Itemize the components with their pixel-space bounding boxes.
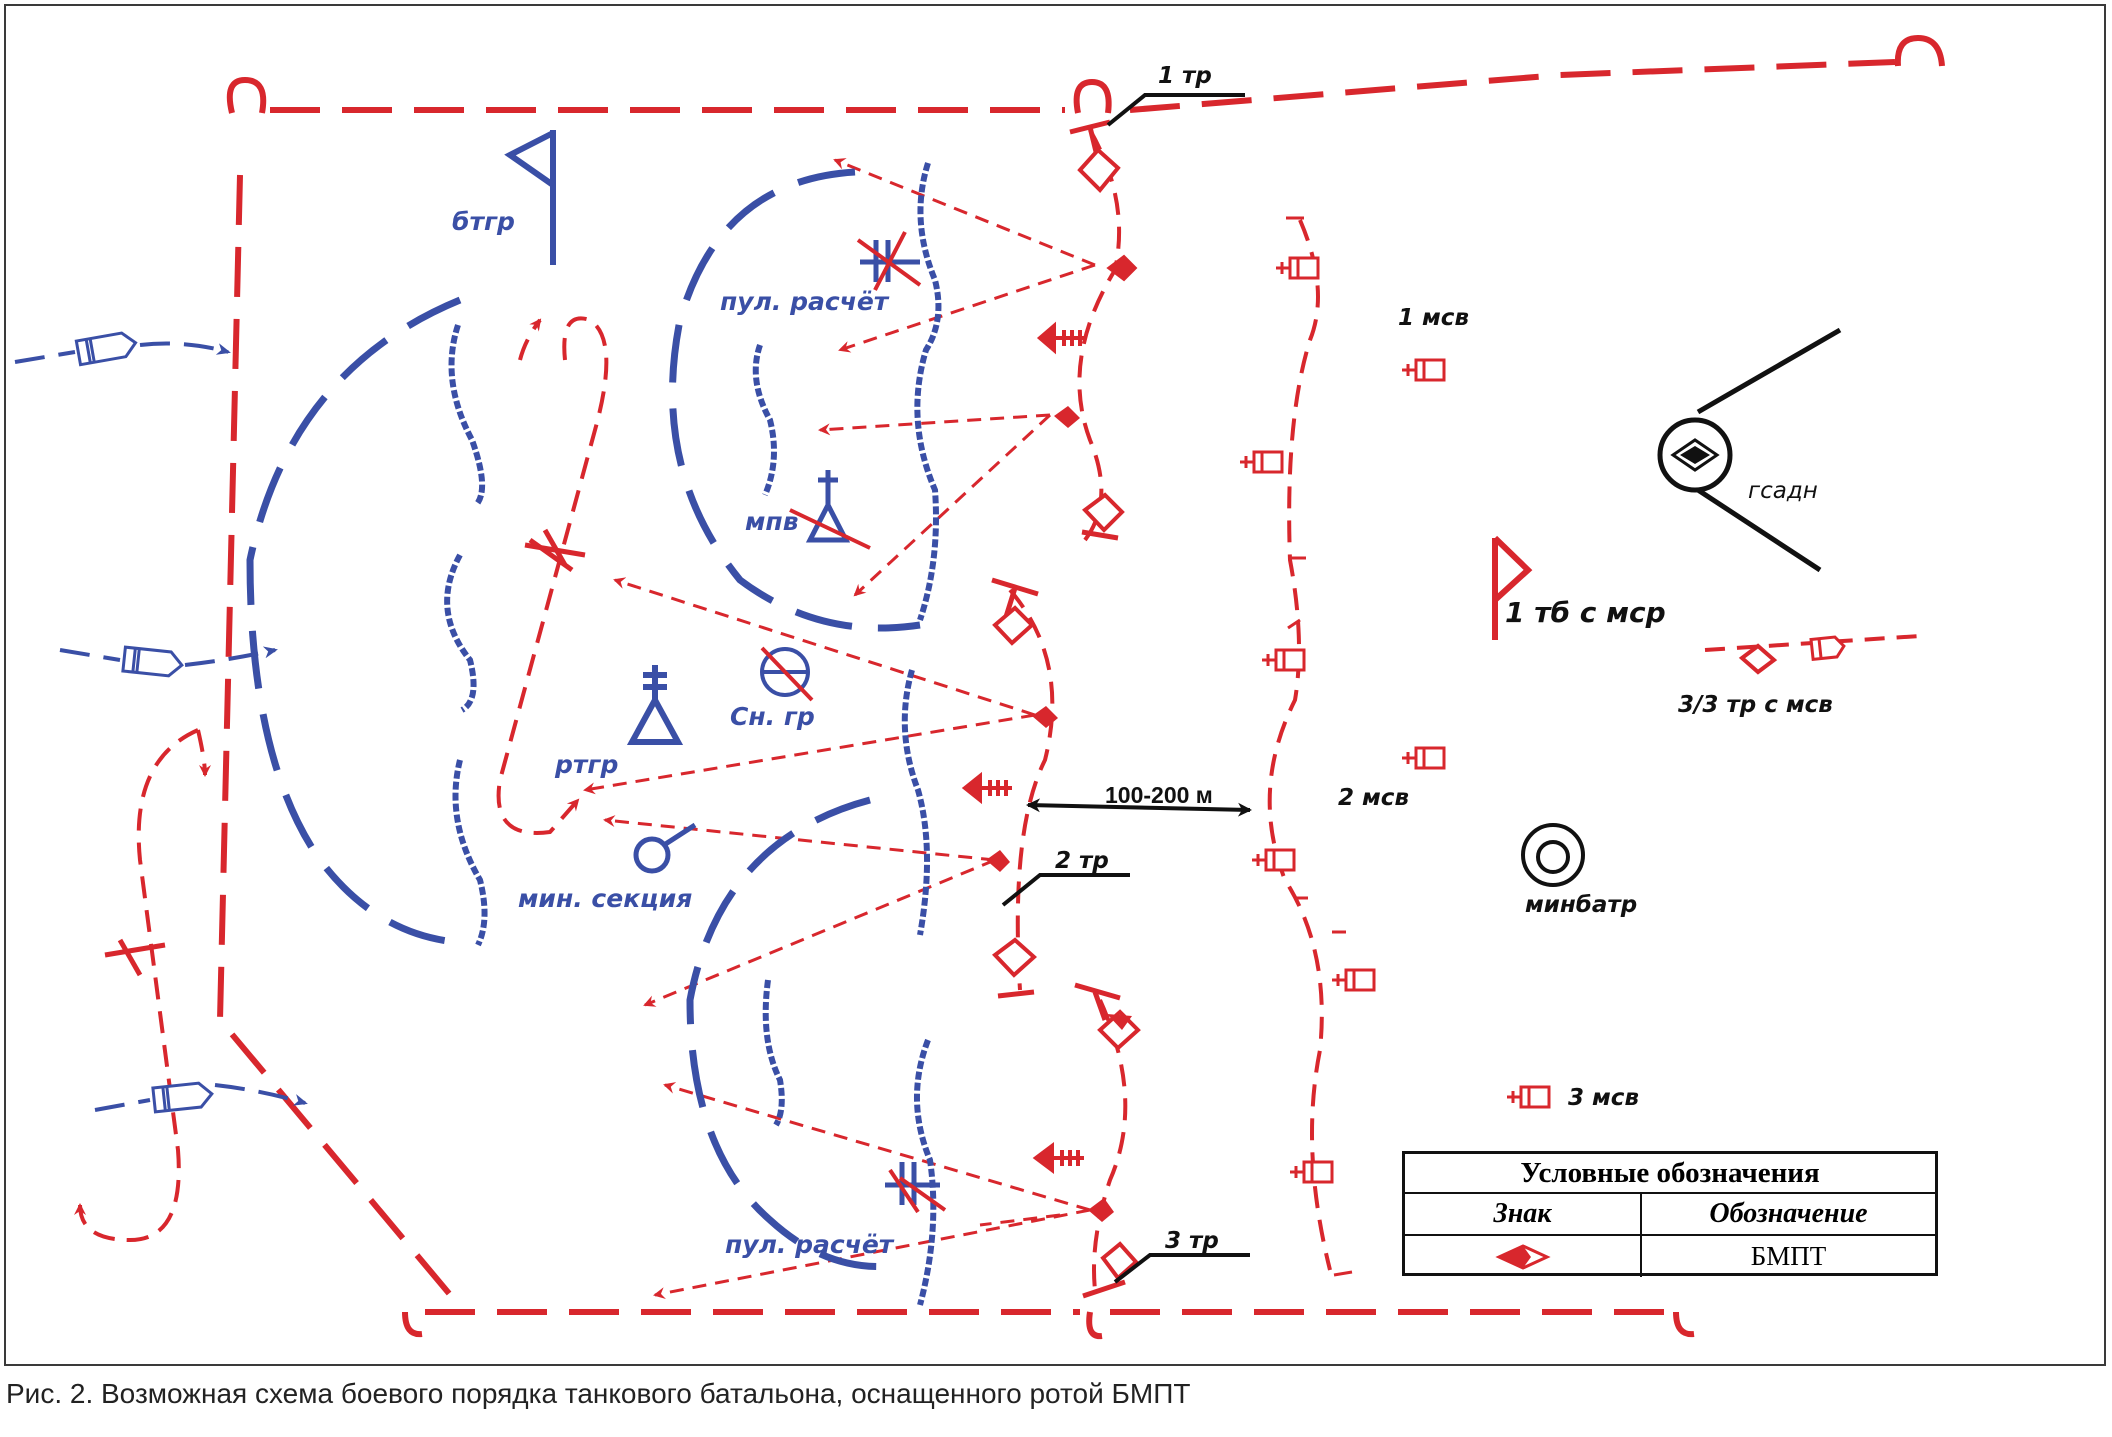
- legend-table: Условные обозначения Знак Обозначение БМ…: [1402, 1151, 1938, 1277]
- distance-arrow: [1026, 798, 1252, 817]
- mine-section-icon: [633, 822, 697, 874]
- label-tr33: 3/3 тр с мсв: [1678, 692, 1833, 718]
- tr-leader-lines: [1001, 93, 1250, 1284]
- label-tr1: 1 тр: [1158, 63, 1212, 89]
- legend-meaning-bmpt: БМПТ: [1750, 1241, 1827, 1271]
- label-min-sec: мин. секция: [518, 884, 692, 913]
- minbatr-symbol-icon: [1521, 823, 1585, 887]
- label-sn-gr: Сн. гр: [730, 702, 815, 731]
- label-pul-bottom: пул. расчёт: [725, 1230, 895, 1259]
- red-crossings: [104, 528, 586, 977]
- boundary-hooks: [226, 34, 1945, 1340]
- label-tb1: 1 тб с мср: [1505, 596, 1666, 629]
- label-tr3: 3 тр: [1165, 1228, 1219, 1254]
- label-rtgr: ртгр: [554, 750, 618, 779]
- label-msv1: 1 мсв: [1398, 305, 1469, 331]
- figure-caption: Рис. 2. Возможная схема боевого порядка …: [6, 1378, 1191, 1409]
- legend-col-meaning: Обозначение: [1709, 1198, 1868, 1229]
- label-pul-top: пул. расчёт: [720, 287, 890, 316]
- red-routes: [74, 316, 609, 1243]
- red-target-crosses: [760, 231, 947, 1214]
- legend-row-bmpt: БМПТ: [1405, 1236, 1935, 1277]
- blue-enemy-tanks: [74, 329, 215, 1114]
- legend-header-row: Знак Обозначение: [1405, 1194, 1935, 1236]
- label-msv2: 2 мсв: [1338, 785, 1409, 811]
- label-gsadn: гсадн: [1748, 478, 1818, 504]
- bmp-ticks: [1286, 216, 1353, 1277]
- tr33-group: [1704, 634, 1921, 675]
- blue-approach-arrows: [14, 341, 308, 1112]
- rtgr-symbol-icon: [626, 665, 684, 745]
- legend-col-sign: Знак: [1405, 1194, 1642, 1234]
- red-fire-lines: [583, 158, 1096, 1299]
- label-mpv: мпв: [745, 507, 799, 536]
- red-mortar-markers: [961, 321, 1085, 1174]
- btgr-flag-icon: [504, 130, 556, 265]
- label-minbatr: минбатр: [1525, 892, 1637, 918]
- legend-title: Условные обозначения: [1405, 1154, 1935, 1194]
- red-boundary: [216, 59, 1896, 1315]
- figure-frame: [4, 4, 2106, 1366]
- red-tank-lines: [1008, 129, 1332, 1291]
- label-tr2: 2 тр: [1055, 848, 1109, 874]
- bmpt-markers: [986, 254, 1138, 1222]
- tb1-flag-icon: [1492, 535, 1533, 640]
- label-distance: 100-200 м: [1105, 782, 1213, 808]
- gsadn-symbol-icon: [1657, 327, 1842, 573]
- label-msv3: 3 мсв: [1568, 1085, 1639, 1111]
- label-btgr: бтгр: [452, 207, 515, 236]
- red-unit-markers: [991, 119, 1141, 1299]
- bmpt-diamond-icon: [1494, 1243, 1551, 1270]
- bmp-units: [1238, 256, 1551, 1184]
- blue-trench-lines: [444, 162, 942, 1306]
- blue-machinegun-icons: [860, 240, 940, 1205]
- blue-dashed-arcs: [246, 168, 921, 1271]
